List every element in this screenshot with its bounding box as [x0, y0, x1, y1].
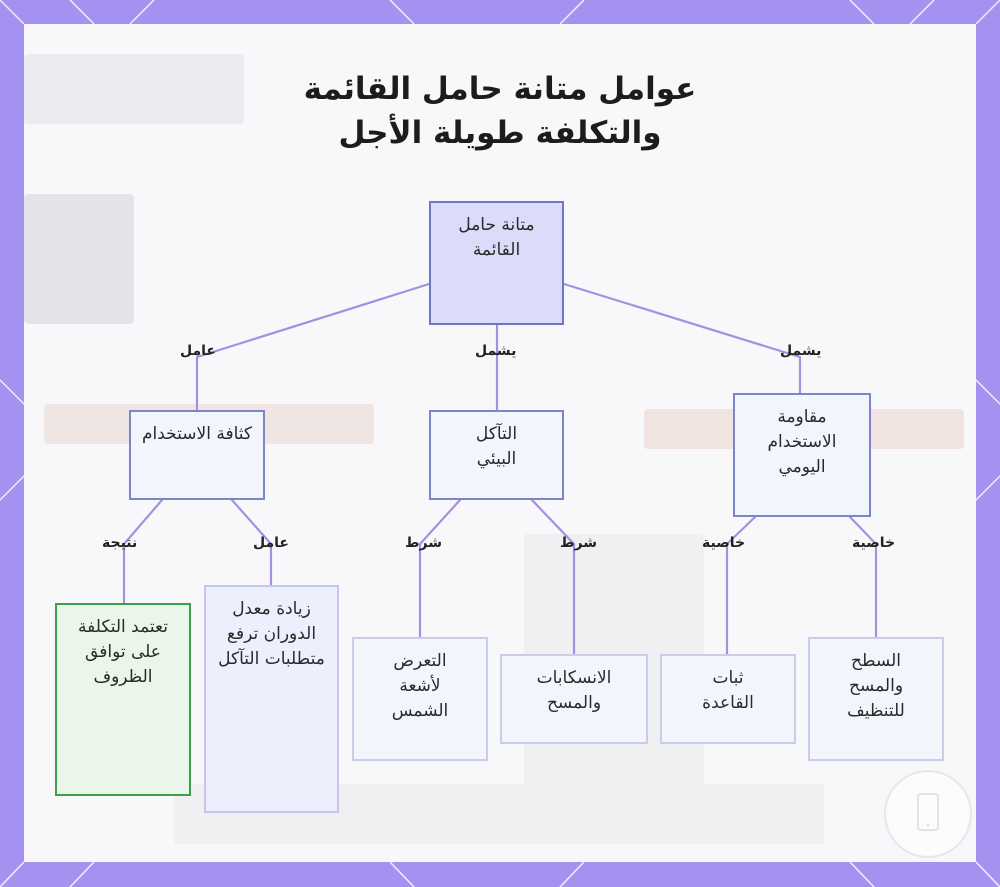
edge-environment-sun	[418, 498, 462, 639]
edge-label-environment-sun: شرط	[405, 535, 443, 551]
node-turnover: زيادة معدل الدوران ترفع متطلبات التآكل	[204, 585, 339, 813]
node-root: متانة حامل القائمة	[429, 201, 564, 325]
node-cost: تعتمد التكلفة على توافق الظروف	[55, 603, 191, 796]
diagram-title-line2: والتكلفة طويلة الأجل	[338, 115, 662, 151]
edge-density-turnover	[230, 498, 273, 587]
edge-label-environment-spills: شرط	[560, 535, 598, 551]
node-turnover-label: زيادة معدل الدوران ترفع متطلبات التآكل	[218, 599, 325, 669]
background-blur	[24, 54, 244, 124]
node-spills: الانسكابات والمسح	[500, 654, 648, 744]
node-sun: التعرض لأشعة الشمس	[352, 637, 488, 761]
node-stability-label: ثبات القاعدة	[702, 668, 754, 713]
watermark-badge	[884, 770, 972, 858]
node-density: كثافة الاستخدام	[129, 410, 265, 500]
edge-label-daily-surface: خاصية	[852, 535, 896, 551]
node-daily-label: مقاومة الاستخدام اليومي	[767, 407, 837, 477]
edge-label-daily-stability: خاصية	[702, 535, 746, 551]
node-root-label: متانة حامل القائمة	[458, 215, 535, 260]
edge-label-density-cost: نتيجة	[102, 535, 138, 551]
edge-daily-surface	[848, 515, 878, 639]
edge-daily-stability	[725, 515, 757, 656]
node-stability: ثبات القاعدة	[660, 654, 796, 744]
node-surface-label: السطح والمسح للتنظيف	[847, 651, 905, 721]
phone-icon	[917, 793, 939, 831]
node-surface: السطح والمسح للتنظيف	[808, 637, 944, 761]
node-environment: التآكل البيئي	[429, 410, 564, 500]
node-density-label: كثافة الاستخدام	[142, 424, 252, 444]
edge-density-cost	[122, 498, 164, 605]
edge-root-density	[195, 282, 431, 412]
node-daily: مقاومة الاستخدام اليومي	[733, 393, 871, 517]
node-sun-label: التعرض لأشعة الشمس	[391, 651, 449, 721]
edge-label-root-environment: يشمل	[475, 343, 517, 359]
edge-label-root-daily: يشمل	[780, 343, 822, 359]
edge-label-density-turnover: عامل	[253, 535, 289, 551]
background-blur	[24, 194, 134, 324]
node-environment-label: التآكل البيئي	[475, 424, 518, 469]
node-cost-label: تعتمد التكلفة على توافق الظروف	[78, 617, 168, 687]
edge-environment-spills	[530, 498, 576, 656]
edge-label-root-density: عامل	[180, 343, 216, 359]
node-spills-label: الانسكابات والمسح	[536, 668, 612, 713]
diagram-title-line1: عوامل متانة حامل القائمة	[303, 71, 697, 107]
edge-root-daily	[562, 282, 802, 395]
